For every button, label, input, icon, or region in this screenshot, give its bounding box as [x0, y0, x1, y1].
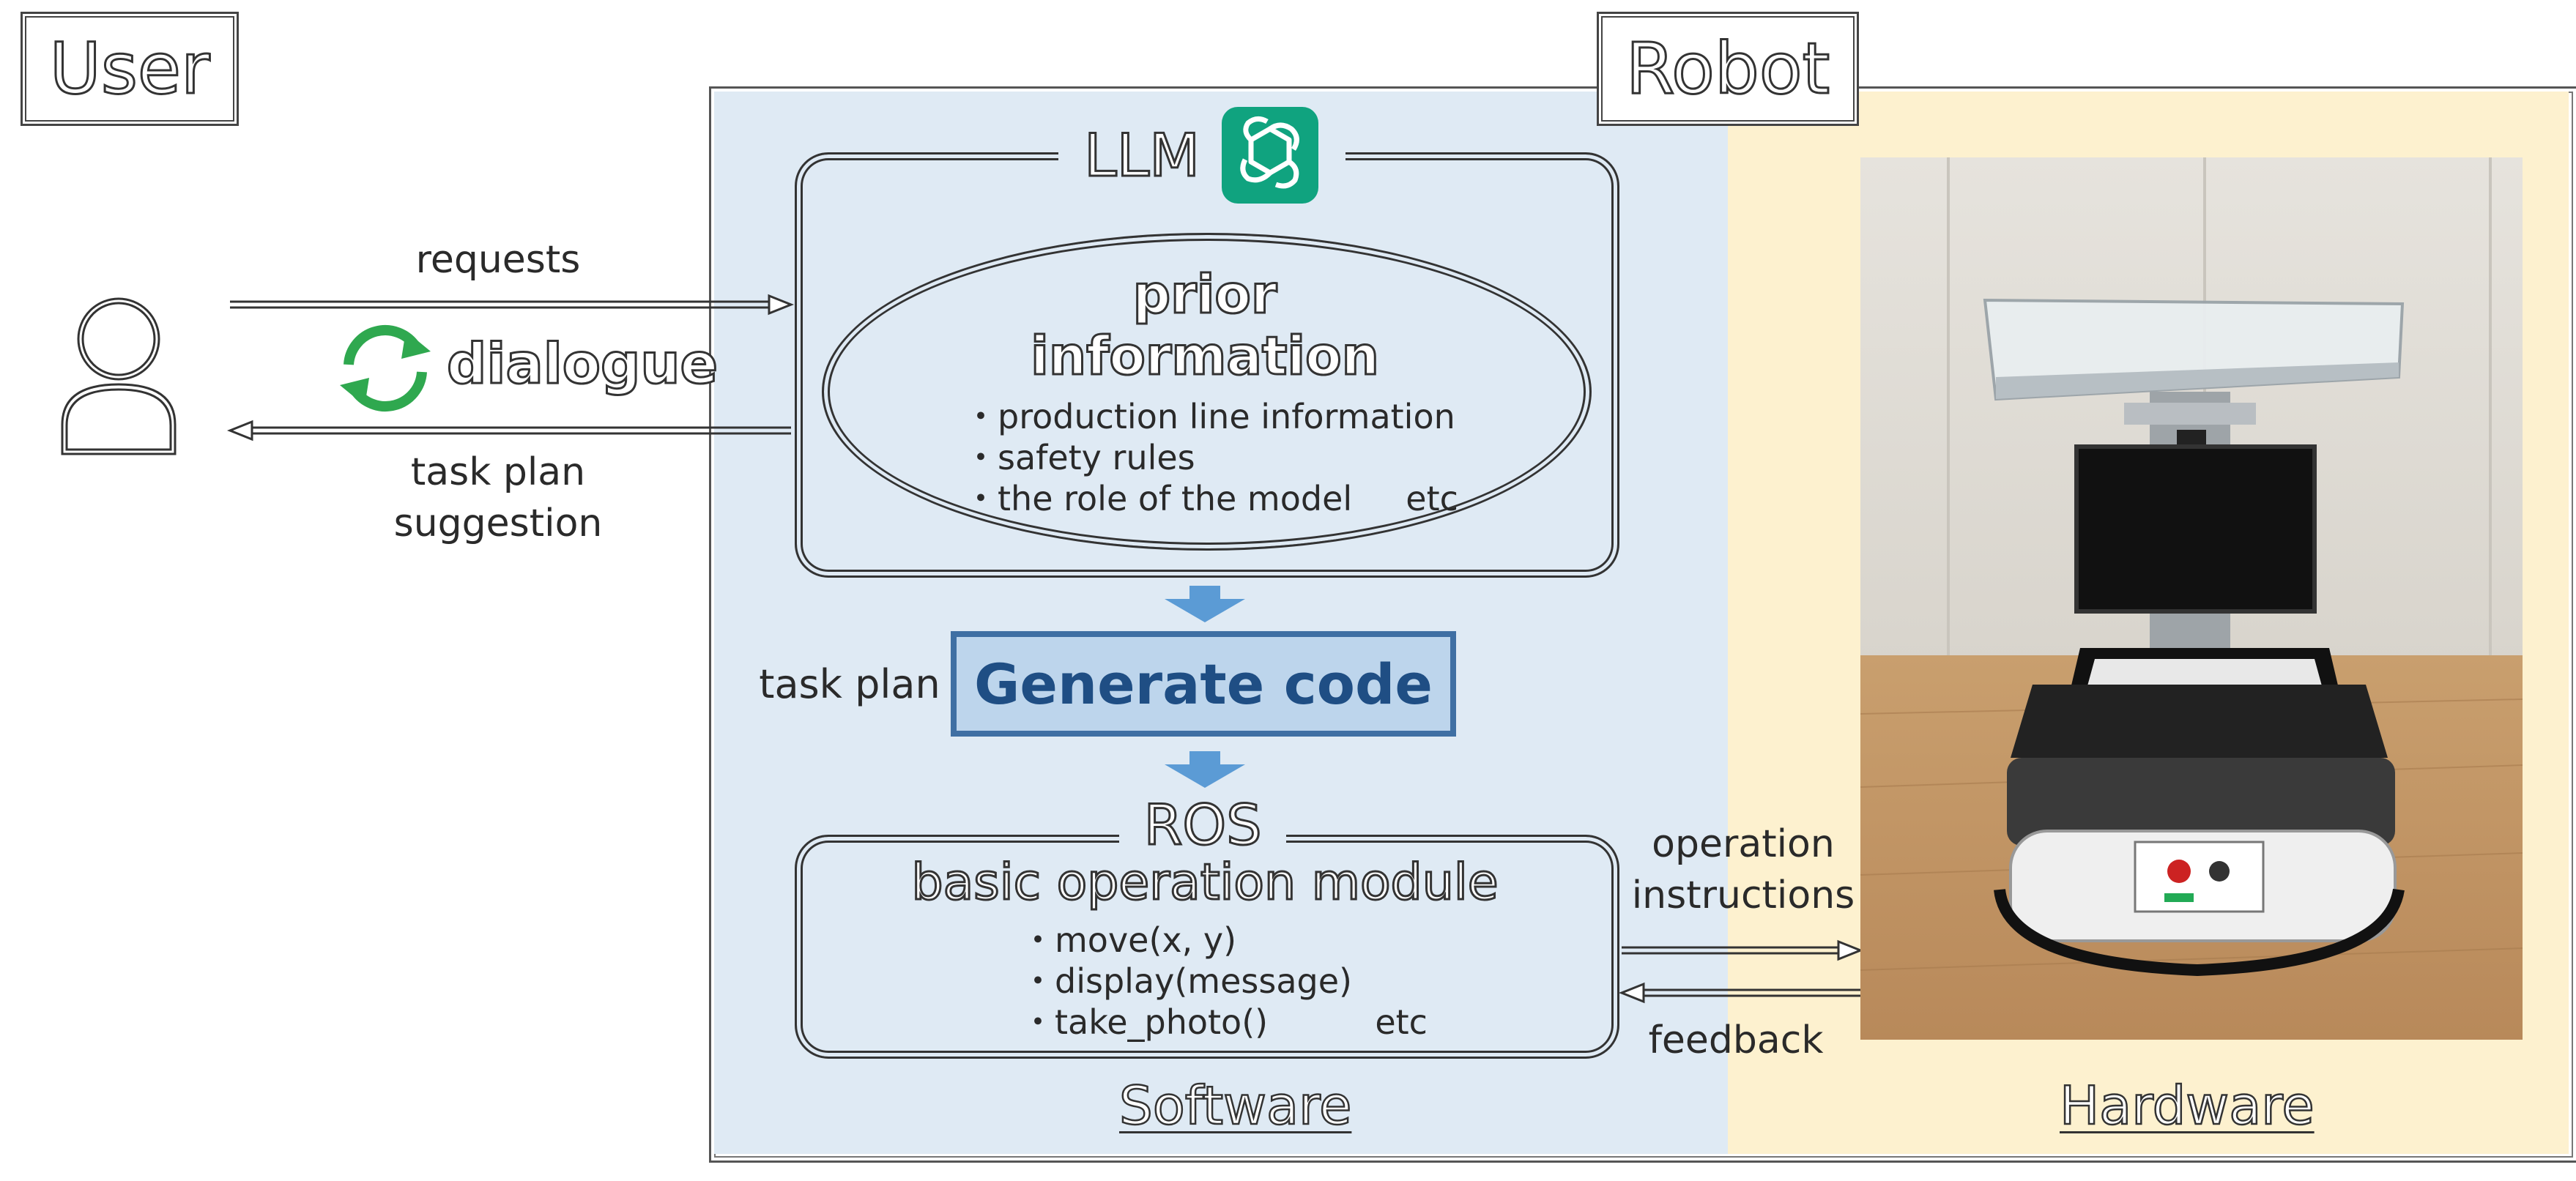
- feedback-label: feedback: [1648, 1018, 1824, 1062]
- task-plan-label: task plan: [759, 661, 940, 707]
- list-item: ・take_photo() etc: [1021, 1002, 1428, 1042]
- ros-title-gap: [1119, 826, 1286, 848]
- ros-module-list: ・move(x, y) ・display(message) ・take_phot…: [1021, 920, 1428, 1043]
- llm-title: LLM: [1083, 122, 1200, 190]
- robot-photo: [1860, 157, 2523, 1040]
- prior-information-title: prior information: [952, 263, 1458, 388]
- list-item: ・the role of the model etc: [964, 479, 1458, 518]
- robot-label: Robot: [1597, 12, 1859, 126]
- generate-code-box: Generate code: [951, 631, 1456, 737]
- prior-information-ellipse: [822, 233, 1592, 551]
- ros-title: ROS: [1143, 791, 1263, 859]
- user-icon: [61, 297, 177, 455]
- robot-label-text: Robot: [1625, 28, 1830, 110]
- ros-module-title: basic operation module: [910, 853, 1499, 913]
- operation-instructions-line1: operation: [1652, 822, 1835, 866]
- llm-logo-icon: [1222, 107, 1318, 204]
- task-plan-suggestion-line1: task plan: [410, 450, 586, 494]
- software-title-text: Software: [1118, 1074, 1353, 1138]
- task-plan-suggestion-label: task plan suggestion: [344, 447, 652, 549]
- list-item: ・move(x, y): [1021, 920, 1237, 960]
- user-label: User: [21, 12, 239, 126]
- operation-instructions-arrow: [1622, 939, 1864, 961]
- generate-code-label: Generate code: [974, 651, 1433, 717]
- hardware-title-text: Hardware: [2059, 1074, 2315, 1138]
- list-item: ・safety rules: [964, 438, 1195, 477]
- operation-instructions-line2: instructions: [1631, 873, 1855, 917]
- prior-information-list: ・production line information ・safety rul…: [964, 396, 1458, 519]
- user-label-text: User: [48, 28, 211, 110]
- feedback-arrow: [1618, 982, 1860, 1004]
- down-arrow-2: [1165, 751, 1245, 788]
- task-plan-suggestion-line2: suggestion: [393, 502, 603, 545]
- requests-arrow: [230, 294, 795, 316]
- hardware-section-title: Hardware: [2059, 1074, 2315, 1138]
- software-section-title: Software: [1118, 1074, 1353, 1138]
- operation-instructions-label: operation instructions: [1611, 819, 1875, 921]
- prior-information-line1: prior: [1132, 263, 1278, 327]
- down-arrow-1: [1165, 586, 1245, 622]
- list-item: ・production line information: [964, 397, 1455, 436]
- dialogue-label: dialogue: [445, 330, 719, 398]
- prior-information-line2: information: [1030, 324, 1381, 388]
- dialogue-cycle-icon: [340, 325, 431, 411]
- list-item: ・display(message): [1021, 961, 1352, 1001]
- suggestion-arrow: [226, 420, 791, 442]
- requests-label: requests: [415, 238, 581, 282]
